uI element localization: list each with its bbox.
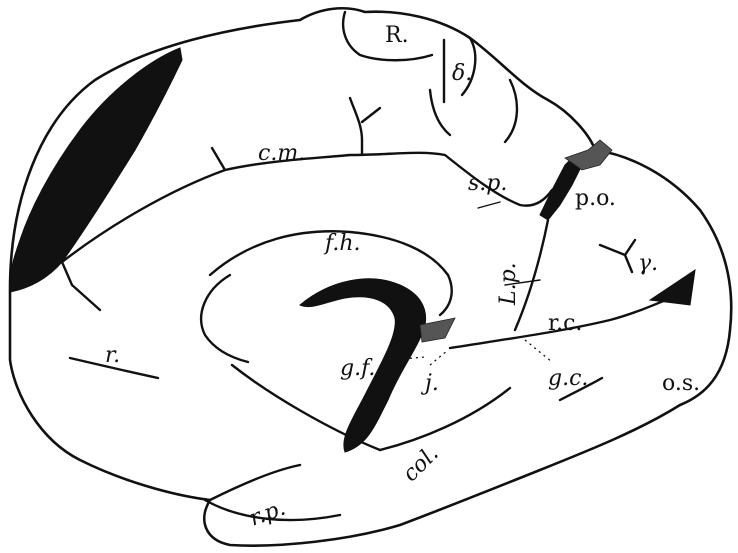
sulcus-upper-3 (430, 90, 450, 135)
pointer-gc (525, 340, 552, 362)
label-r: r. (105, 343, 120, 368)
pointer-j (430, 350, 448, 365)
label-rp: r.p. (246, 496, 289, 532)
sulcus-col (380, 388, 510, 450)
sulcus-lower-2 (210, 465, 300, 500)
label-col: col. (398, 441, 444, 487)
label-fh: f.h. (323, 231, 361, 256)
sulcus-anterior-branch (62, 262, 100, 310)
label-cm: c.m. (258, 141, 305, 166)
sulcus-upper-2 (350, 98, 362, 140)
sulcus-gamma (600, 240, 635, 272)
label-gamma: γ. (638, 251, 658, 276)
label-rc: r.c. (548, 311, 582, 336)
label-sp: s.p. (468, 171, 507, 196)
label-po: p.o. (575, 186, 616, 211)
cm-branch-1 (212, 148, 225, 170)
fissure-fh-inner (201, 275, 248, 362)
label-lp: L.p. (496, 262, 521, 306)
cm-branch-3 (362, 108, 380, 122)
label-j: j. (420, 371, 439, 396)
pointer-sp (478, 202, 500, 208)
label-delta: δ. (452, 61, 472, 86)
shaded-region-anterior (9, 48, 182, 292)
label-R: R. (385, 23, 409, 48)
label-gc: g.c. (548, 366, 588, 391)
label-os: o.s. (662, 371, 700, 396)
label-gf: g.f. (340, 356, 375, 381)
sulcus-upper-4 (505, 80, 517, 142)
